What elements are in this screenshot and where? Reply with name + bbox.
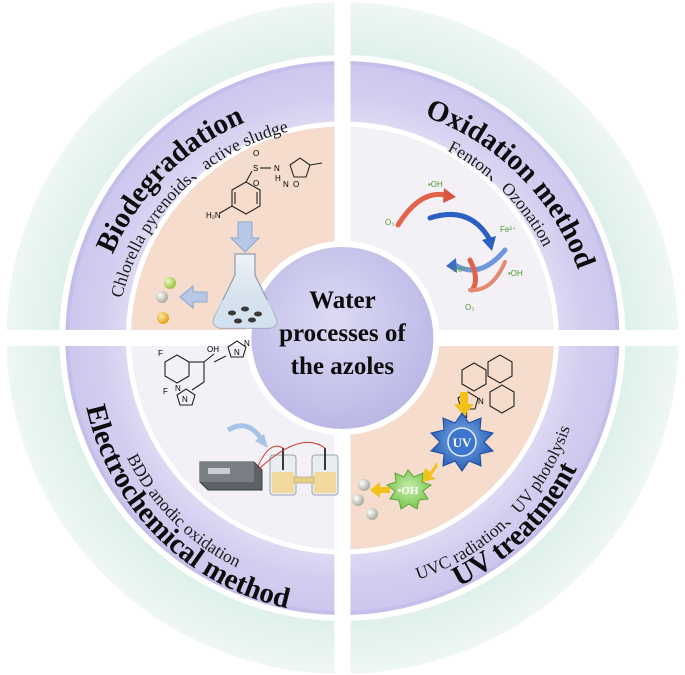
chem-label-f2: F [163,387,168,396]
blue-arrowhead-2-icon [446,258,457,273]
sulfonamide-structure-icon [219,157,323,215]
diagonal-arrow-yellow-icon [422,462,438,482]
red-curved-arrow-icon [395,191,448,228]
green-sphere-icon [164,277,176,289]
center-title-line3: the azoles [291,353,395,380]
chem-label-n1: N [234,348,240,357]
white-sphere-icon [156,291,168,303]
left-arrow-icon [179,284,208,310]
chem-label-h: H [275,174,281,183]
chem-label-n4: N [175,384,181,393]
yellow-sphere-icon [157,312,169,324]
chem-label-uv-n2: N [478,397,484,406]
blue-curved-arrow-2-icon [452,247,508,273]
grey-sphere-1-icon [358,479,370,491]
chem-label-oh-a: •OH [428,180,443,189]
chem-label-fe2: Fe²⁺ [500,225,516,234]
chem-label-fe3: Fe³⁺ [453,265,469,274]
flask-icon [212,253,278,329]
chem-label-n2: N [244,339,250,348]
down-arrow-yellow-icon [454,392,474,416]
electrolysis-cell-icon [257,441,339,496]
chem-label-o3-b: O₃ [465,303,474,312]
chem-label-n3: N [182,395,188,404]
chem-label-o2: O [253,179,259,188]
chem-label-nh: N [274,164,280,173]
fluconazole-structure-icon [164,340,247,406]
chem-label-oh-b: •OH [508,269,523,278]
down-arrow-icon [229,221,261,253]
red-curved-arrow-3-icon [468,260,507,293]
hydroxyl-star-icon [385,469,433,510]
center-disc [251,247,434,429]
blue-curved-arrow-icon [427,212,493,243]
red-arrowhead-icon [443,188,456,203]
curved-arrow-icon [226,423,265,442]
chem-label-oh: OH [207,345,219,354]
chem-label-f1: F [158,349,163,358]
ring-gap-inner [125,121,559,555]
hydroxyl-label: •OH [398,485,419,497]
ring-gap-outer [59,55,626,621]
chem-label-o1: O [253,149,259,158]
center-title-line1: Water [309,287,376,314]
chem-label-h2n: H₂N [206,211,221,220]
chem-label-s: S [253,164,258,173]
power-supply-icon [199,461,263,491]
chem-label-ring-o: O [293,180,299,189]
oxidation-illustration: O₃ •OH Fe³⁺ Fe²⁺ •OH O₃ [385,180,523,312]
curved-arrowhead-icon [255,434,268,448]
biodegradation-illustration: H₂N O S O N H O N [156,149,323,329]
blue-arrowhead-icon [482,236,496,251]
chem-label-ring-n: N [283,180,289,189]
chem-label-o3-a: O₃ [385,218,394,227]
uv-label: UV [453,435,472,450]
grey-sphere-3-icon [366,508,378,520]
left-arrow-yellow-icon [370,482,390,498]
grey-sphere-2-icon [352,494,364,506]
center-title-line2: processes of [279,320,406,347]
uv-illustration: N N UV •OH [352,354,515,520]
electrochemical-illustration: F F OH N N N N [158,339,339,496]
uv-disc [447,427,477,457]
chem-label-uv-n1: N [462,411,468,420]
